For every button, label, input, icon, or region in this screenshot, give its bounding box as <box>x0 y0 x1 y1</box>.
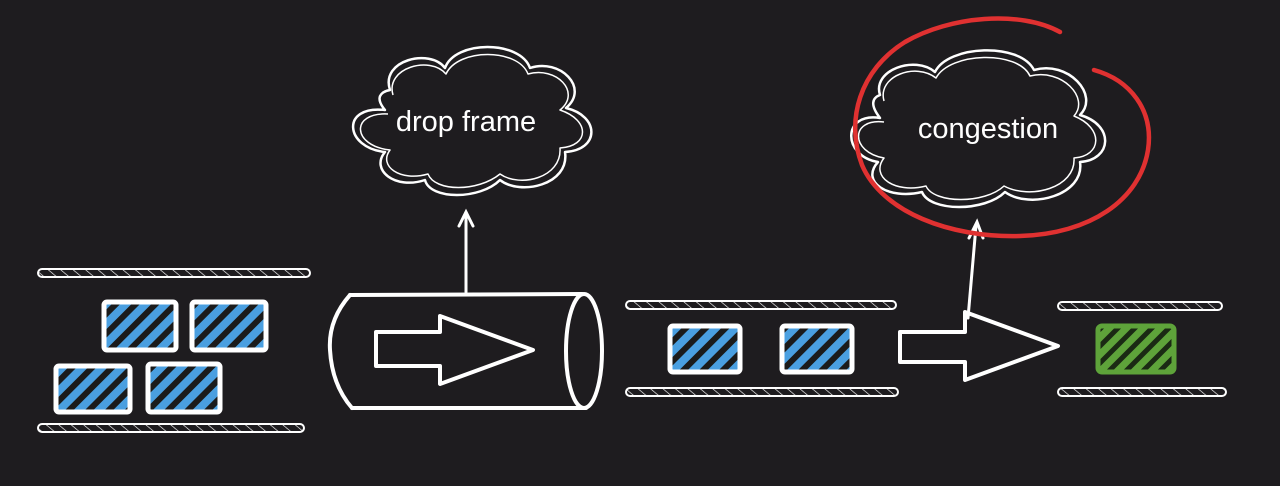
packet <box>779 323 855 375</box>
rail-top <box>1057 301 1223 311</box>
rail-bottom <box>625 387 899 397</box>
rail-bottom <box>37 423 305 433</box>
cylinder-pipe-icon <box>327 292 604 410</box>
packet <box>145 361 223 415</box>
right-arrow-icon <box>898 310 1060 382</box>
link-middle <box>625 300 899 397</box>
packet-green <box>1095 323 1177 375</box>
rail-bottom <box>1057 387 1227 397</box>
right-arrow-icon <box>374 314 535 386</box>
packet <box>101 299 179 353</box>
link-left <box>37 268 311 433</box>
cloud-congestion: congestion <box>850 49 1107 209</box>
packet <box>667 323 743 375</box>
cloud-congestion-label: congestion <box>918 113 1058 145</box>
packet <box>53 363 133 415</box>
cloud-drop-frame-label: drop frame <box>396 106 536 138</box>
rail-top <box>37 268 311 278</box>
up-arrow-icon <box>457 208 475 294</box>
highlight-circle <box>853 16 1152 239</box>
cloud-drop-frame: drop frame <box>351 45 593 197</box>
link-right <box>1057 301 1227 397</box>
packet <box>189 299 269 353</box>
rail-top <box>625 300 897 310</box>
